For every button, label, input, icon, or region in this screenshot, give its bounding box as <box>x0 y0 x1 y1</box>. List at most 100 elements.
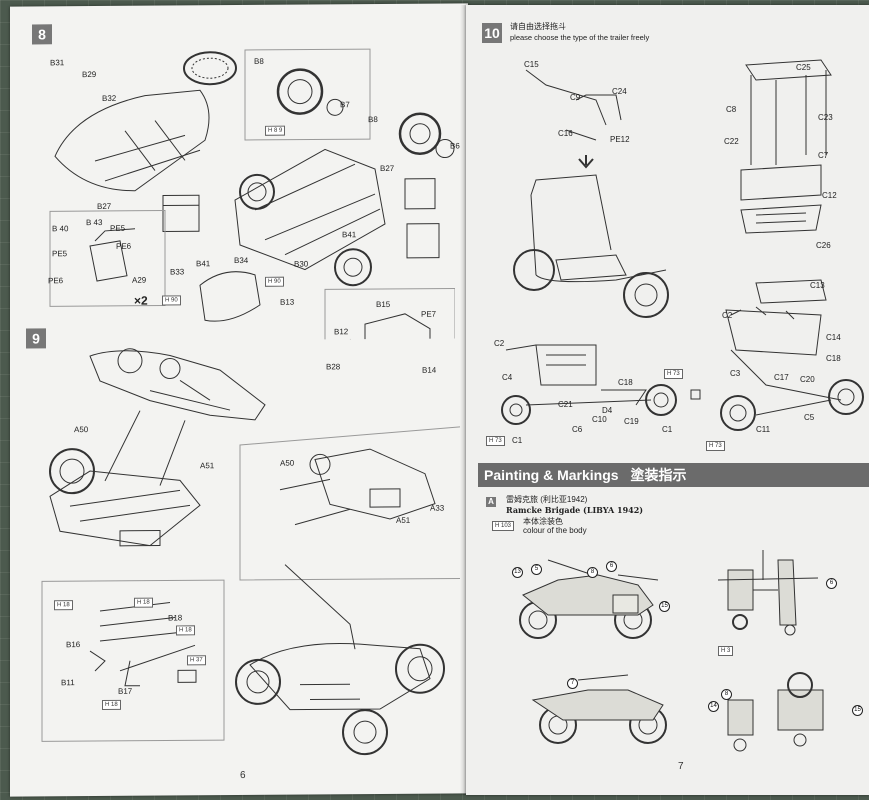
part-label-c10: C10 <box>592 415 607 424</box>
part-label-c24: C24 <box>612 87 627 96</box>
paint-code-box: H 73 <box>706 441 725 451</box>
part-label-d4: D4 <box>602 406 613 415</box>
callout-8: 8 <box>587 567 598 578</box>
part-label-a50-detail: A50 <box>280 458 295 468</box>
part-label-pe12: PE12 <box>610 135 630 144</box>
instruction-page-right: 10 请自由选择拖斗 please choose the type of the… <box>466 5 869 795</box>
part-label-c8: C8 <box>726 105 737 114</box>
part-label-c21: C21 <box>558 400 573 409</box>
part-label-c22: C22 <box>724 137 739 146</box>
part-label-pe6: PE6 <box>116 241 132 251</box>
part-label-c3: C3 <box>730 369 741 378</box>
part-label-b40: B 40 <box>52 224 69 234</box>
part-label-c16: C16 <box>558 129 573 138</box>
scheme-name-cn: 雷姆克旅 (利比亚1942) <box>506 495 588 504</box>
part-label-b13: B13 <box>280 297 295 307</box>
step-10-instruction-en: please choose the type of the trailer fr… <box>510 33 650 42</box>
part-label-b17: B17 <box>118 686 133 696</box>
part-label-c19: C19 <box>624 417 639 426</box>
callout-13: 13 <box>512 567 523 578</box>
painting-views-drawing <box>519 550 824 752</box>
part-label-c4: C4 <box>502 373 513 382</box>
part-label-b43: B 43 <box>86 217 103 228</box>
part-label-b29: B29 <box>82 69 97 80</box>
scheme-a-badge: A <box>486 497 496 507</box>
part-label-b32: B32 <box>102 93 117 103</box>
part-label-pe5: PE5 <box>110 223 126 233</box>
part-label-c25: C25 <box>796 63 811 72</box>
paint-code-box: H 37 <box>187 655 206 666</box>
part-label-c9: C9 <box>570 93 581 102</box>
body-colour-en: colour of the body <box>523 526 587 535</box>
part-label-c26: C26 <box>816 241 831 250</box>
part-label-c18-right: C18 <box>826 354 841 363</box>
part-label-b27: B27 <box>97 201 112 211</box>
multiplier-value: 2 <box>141 293 148 308</box>
part-label-c14: C14 <box>826 333 841 342</box>
step-9-drawing <box>41 348 460 756</box>
paint-code-box: H 18 <box>102 699 121 710</box>
part-label-b31: B31 <box>50 58 65 68</box>
part-label-b18: B18 <box>168 613 183 623</box>
part-label-b12: B12 <box>334 327 349 337</box>
part-label-b33: B33 <box>170 267 185 277</box>
part-label-c7: C7 <box>818 151 829 160</box>
part-label-c17: C17 <box>774 373 789 382</box>
part-label-b7: B7 <box>340 100 350 110</box>
part-label-c2-right: C2 <box>722 311 733 320</box>
step-8-drawing <box>49 48 455 342</box>
part-label-a50: A50 <box>74 425 89 435</box>
part-label-a51: A51 <box>200 461 215 471</box>
callout-5: 5 <box>531 564 542 575</box>
part-label-b6: B6 <box>450 141 460 151</box>
part-label-c6: C6 <box>572 425 583 434</box>
step-10-badge: 10 <box>482 23 502 43</box>
part-label-b41-right: B41 <box>342 230 357 240</box>
page-number-right: 7 <box>678 761 684 772</box>
paint-code-box: H 3 <box>718 646 734 656</box>
instruction-page-left: 8 <box>10 3 468 797</box>
part-label-b34: B34 <box>234 255 249 266</box>
painting-title-cn: 塗装指示 <box>630 467 687 483</box>
part-label-c13: C13 <box>810 281 825 290</box>
page-number-left: 6 <box>240 769 246 781</box>
part-label-c20: C20 <box>800 375 815 384</box>
part-label-b11: B11 <box>61 678 75 688</box>
part-label-pe7: PE7 <box>421 309 437 319</box>
part-label-b27-right: B27 <box>380 163 395 174</box>
part-label-c18: C18 <box>618 378 633 387</box>
part-label-pe5-left: PE5 <box>52 249 68 259</box>
callout-7: 7 <box>567 678 578 689</box>
paint-code-box: H 73 <box>664 369 683 379</box>
multiplier-x2: ×2 <box>134 293 148 308</box>
part-label-pe6-left: PE6 <box>48 276 64 286</box>
part-label-c5: C5 <box>804 413 815 422</box>
paint-code-box: H 18 <box>134 597 153 608</box>
callout-15-rear: 15 <box>852 705 863 716</box>
callout-15: 15 <box>659 601 670 612</box>
part-label-a33: A33 <box>430 503 445 513</box>
callout-6: 6 <box>606 561 617 572</box>
part-label-c12: C12 <box>822 191 837 200</box>
part-label-b41: B41 <box>196 259 211 269</box>
part-label-b8-right: B8 <box>368 115 378 125</box>
paint-code-box: H 18 <box>176 625 195 636</box>
part-label-b16: B16 <box>66 640 81 650</box>
paint-code-box: H 90 <box>162 295 181 306</box>
scheme-name-en: Ramcke Brigade (LIBYA 1942) <box>506 505 644 515</box>
callout-8-rear: 8 <box>721 689 732 700</box>
part-label-c2: C2 <box>494 339 505 348</box>
part-label-a51-detail: A51 <box>396 515 411 525</box>
paint-code-box: H 18 <box>54 600 73 611</box>
body-colour-cn: 本体涂装色 <box>523 517 563 526</box>
body-paint-code: H 103 <box>492 521 515 531</box>
callout-14: 14 <box>708 701 719 712</box>
paint-code-box: H 73 <box>486 436 505 446</box>
paint-code-box: H 90 <box>265 276 284 287</box>
part-label-c1-mid: C1 <box>662 425 673 434</box>
part-label-c15: C15 <box>524 60 539 69</box>
part-label-a29: A29 <box>132 275 147 285</box>
part-label-b15: B15 <box>376 299 391 310</box>
part-label-b30: B30 <box>294 259 309 269</box>
callout-6-rear: 6 <box>826 578 837 589</box>
